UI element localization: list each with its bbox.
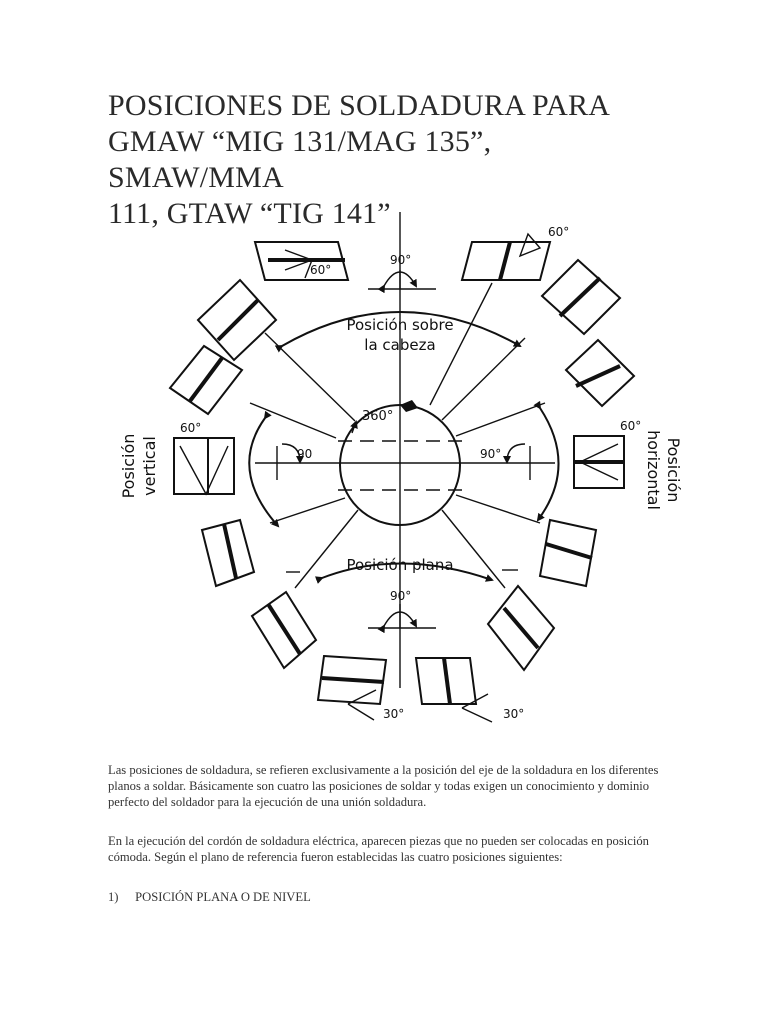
angle-60-top-right-label: 60° — [548, 225, 569, 239]
plate-lower-left — [200, 518, 256, 588]
left-angle-symbol: 90 — [276, 443, 312, 480]
electrode-tip-marker — [400, 400, 418, 412]
intro-paragraph: Las posiciones de soldadura, se refieren… — [108, 763, 659, 809]
plate-bottom-left-diagonal — [250, 571, 318, 670]
horizontal-arc — [533, 400, 560, 522]
angle-right-label: 90° — [480, 447, 501, 461]
angle-left-label: 90 — [297, 447, 312, 461]
spoke — [249, 402, 337, 439]
context-paragraph: En la ejecución del cordón de soldadura … — [108, 834, 649, 864]
overhead-arc — [274, 311, 522, 353]
welding-positions-diagram: 360° 90° 90° 90 90° Posición sob — [100, 208, 700, 740]
label-flat: Posición plana — [346, 556, 453, 574]
plate-lower-right — [538, 518, 598, 588]
title-line-3: 111, GTAW “TIG 141” — [108, 197, 391, 230]
bottom-angle-symbol: 90° — [368, 589, 436, 634]
diagram-svg: 360° 90° 90° 90 90° Posición sob — [119, 212, 683, 723]
spoke — [455, 402, 546, 437]
plate-upper-left-diagonal — [196, 278, 278, 362]
vertical-arc — [248, 410, 280, 528]
label-overhead-line1: Posición sobre — [346, 316, 453, 334]
spoke — [441, 337, 526, 421]
angle-30-left-label: 30° — [383, 707, 404, 721]
label-overhead-line2: la cabeza — [364, 336, 435, 354]
plate-overhead-right: 60° — [460, 225, 569, 281]
spoke — [264, 332, 356, 422]
spoke — [269, 497, 346, 524]
title-line-2: GMAW “MIG 131/MAG 135”, SMAW/MMA — [108, 125, 492, 194]
label-horizontal-line2: horizontal — [644, 430, 663, 510]
flat-arc — [314, 562, 494, 584]
list-item-flat-position: 1) POSICIÓN PLANA O DE NIVEL — [108, 890, 311, 905]
top-angle-symbol: 90° — [368, 253, 436, 294]
plate-bottom-flat-left: 30° — [316, 654, 404, 721]
label-vertical-line2: vertical — [140, 436, 159, 496]
label-horizontal-line1: Posición — [664, 438, 683, 503]
plate-bottom-right-diagonal — [486, 569, 556, 672]
document-title: POSICIONES DE SOLDADURA PARA GMAW “MIG 1… — [108, 88, 668, 232]
angle-360-label: 360° — [362, 409, 393, 424]
right-angle-symbol: 90° — [480, 443, 531, 480]
plate-vertical-fillet: 60° — [173, 421, 235, 496]
plate-overhead-left: 60° — [253, 241, 350, 281]
list-item-number: 1) — [108, 890, 119, 904]
spoke — [455, 494, 541, 524]
spoke — [429, 282, 493, 406]
angle-bottom-label: 90° — [390, 589, 411, 603]
label-vertical-line1: Posición — [119, 434, 138, 499]
title-line-1: POSICIONES DE SOLDADURA PARA — [108, 89, 611, 122]
arrow-360 — [350, 420, 358, 434]
list-item-text: POSICIÓN PLANA O DE NIVEL — [135, 890, 311, 904]
radial-spokes — [249, 282, 546, 589]
plate-left-upper — [168, 344, 244, 416]
angle-60-left-label: 60° — [180, 421, 201, 435]
angle-60-right-label: 60° — [620, 419, 641, 433]
plate-bottom-flat-right: 30° — [414, 657, 524, 723]
plate-upper-right-diagonal — [540, 258, 622, 336]
angle-60-top-left-label: 60° — [310, 263, 331, 277]
angle-30-right-label: 30° — [503, 707, 524, 721]
spoke — [441, 509, 506, 589]
angle-top-label: 90° — [390, 253, 411, 267]
spoke — [294, 509, 359, 589]
plate-right-upper — [564, 338, 636, 408]
position-arcs — [248, 311, 560, 584]
plate-horizontal-fillet: 60° — [573, 419, 641, 489]
